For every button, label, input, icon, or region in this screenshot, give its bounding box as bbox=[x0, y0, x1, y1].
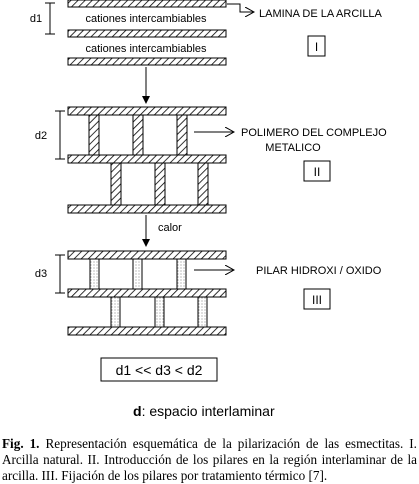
relation-text: d1 << d3 < d2 bbox=[116, 362, 203, 378]
relation-box bbox=[100, 357, 218, 382]
clay-layer bbox=[67, 29, 227, 38]
legend: d: espacio interlaminar bbox=[133, 403, 275, 419]
pointer-arrow bbox=[227, 3, 254, 12]
caption-text: Representación esquemática de la pilariz… bbox=[2, 436, 417, 483]
roman-numeral: II bbox=[314, 165, 321, 179]
stage-1: cationes intercambiables cationes interc… bbox=[30, 0, 383, 66]
pointer-label: METALICO bbox=[265, 142, 321, 154]
legend-text: : espacio interlaminar bbox=[142, 403, 275, 419]
arrow-label: calor bbox=[158, 222, 182, 234]
roman-box bbox=[303, 160, 331, 182]
oxide-pillar bbox=[110, 296, 121, 328]
oxide-pillar bbox=[89, 258, 100, 290]
polymer-pillar bbox=[154, 162, 166, 206]
oxide-pillar bbox=[176, 258, 187, 290]
roman-numeral: III bbox=[312, 293, 322, 307]
spacing-label: d1 bbox=[30, 13, 42, 25]
polymer-pillar bbox=[88, 114, 100, 156]
clay-layer bbox=[67, 288, 227, 298]
figure-label: Fig. 1. bbox=[2, 436, 40, 451]
spacing-label: d3 bbox=[35, 268, 47, 280]
pointer-label: PILAR HIDROXI / OXIDO bbox=[256, 265, 382, 277]
clay-layer bbox=[67, 326, 227, 336]
pointer-label: POLIMERO DEL COMPLEJO bbox=[241, 127, 387, 139]
clay-layer bbox=[67, 106, 227, 116]
cation-label: cationes intercambiables bbox=[85, 13, 207, 25]
polymer-pillar bbox=[176, 114, 188, 156]
roman-box bbox=[307, 35, 326, 57]
clay-layer bbox=[67, 250, 227, 260]
oxide-pillar bbox=[154, 296, 165, 328]
legend-symbol: d bbox=[133, 403, 142, 419]
pointer-label: LAMINA DE LA ARCILLA bbox=[259, 8, 383, 20]
oxide-pillar bbox=[132, 258, 143, 290]
clay-layer bbox=[67, 0, 227, 8]
roman-box bbox=[303, 288, 331, 310]
cation-label: cationes intercambiables bbox=[85, 43, 207, 55]
clay-layer bbox=[67, 204, 227, 214]
clay-layer bbox=[67, 57, 227, 66]
polymer-pillar bbox=[197, 162, 209, 206]
stage-3: d3 PILAR HIDROXI / OXIDO III bbox=[35, 250, 382, 336]
clay-layer bbox=[67, 154, 227, 164]
polymer-pillar bbox=[132, 114, 144, 156]
polymer-pillar bbox=[110, 162, 122, 206]
oxide-pillar bbox=[197, 296, 208, 328]
spacing-label: d2 bbox=[35, 130, 47, 142]
stage-2: d2 POLIMERO DEL COMPLEJO METALICO II bbox=[35, 106, 387, 214]
roman-numeral: I bbox=[315, 40, 318, 54]
figure-caption: Fig. 1. Representación esquemática de la… bbox=[2, 436, 417, 484]
